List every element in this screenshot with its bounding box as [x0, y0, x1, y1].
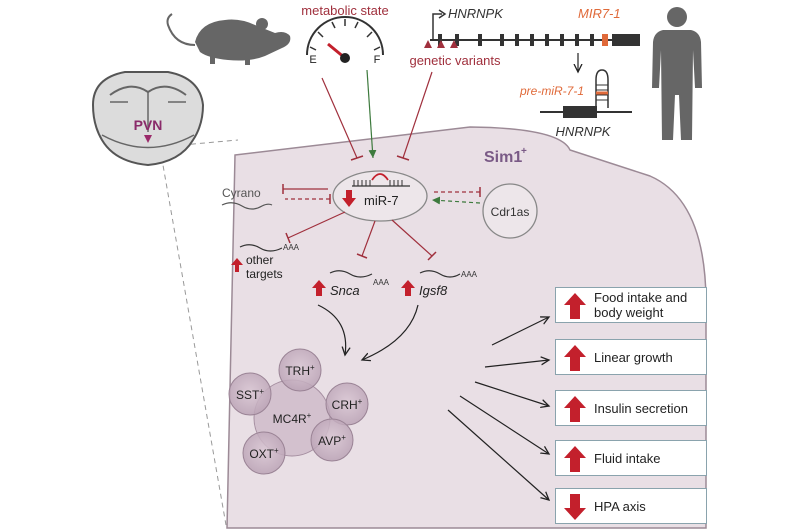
neuron-mc4r-label: MC4R+: [273, 411, 312, 426]
panel-title: Sim1: [484, 149, 522, 166]
human-icon: [652, 7, 702, 140]
outcome-label-line1: Food intake and: [594, 290, 688, 305]
outcome-label: HPA axis: [594, 498, 646, 514]
outcome-box-hpa-axis: HPA axis: [555, 488, 707, 524]
hnrnpk-transcript-label: HNRNPK: [556, 124, 612, 139]
mir7-duplex-icon: [352, 173, 410, 187]
mir7-label: miR-7: [364, 193, 399, 208]
snca-increase-arrow-icon: [312, 280, 326, 296]
other-targets-aaa-label: AAA: [283, 243, 300, 252]
igsf8-to-neurons-arrow: [362, 304, 419, 360]
metabolic-state-label: metabolic state: [301, 3, 388, 18]
neuron-oxt-label: OXT+: [249, 446, 279, 461]
snca-label: Snca: [330, 283, 360, 298]
mir7-node: [332, 170, 428, 222]
panel-title-superscript: +: [521, 146, 527, 157]
cyrano-mir7-interaction: [282, 184, 331, 204]
outcome-box-fluid-intake: Fluid intake: [555, 440, 707, 476]
snca-aaa-label: AAA: [373, 278, 390, 287]
snca-rna-squiggle: [329, 270, 373, 278]
fuel-gauge-icon: [306, 16, 384, 63]
neuron-cluster: [228, 348, 369, 475]
pre-mir-hairpin-icon: [595, 69, 609, 108]
cdr1as-mir7-interaction: [431, 187, 481, 205]
pvn-label: PVN: [134, 117, 163, 133]
outcome-label: Linear growth: [594, 349, 673, 365]
outcome-label: Fluid intake: [594, 450, 661, 466]
other-targets-rna-squiggle: [239, 244, 283, 252]
outcome-arrows: [447, 317, 549, 500]
hnrnpk-transcript-diagram: [540, 106, 632, 118]
neuron-avp-label: AVP+: [318, 433, 346, 448]
cyrano-label: Cyrano: [222, 186, 261, 200]
other-targets-label-line2: targets: [246, 267, 283, 281]
neuron-trh-label: TRH+: [285, 363, 315, 378]
outcome-box-insulin-secretion: Insulin secretion: [555, 390, 707, 426]
mouse-icon: [166, 13, 291, 65]
igsf8-rna-squiggle: [419, 270, 461, 278]
genetic-variants-label: genetic variants: [409, 53, 501, 68]
increase-arrow-icon: [564, 446, 586, 472]
igsf8-label: Igsf8: [419, 283, 448, 298]
mir7-target-inhibition: [285, 211, 437, 261]
outcome-box-linear-growth: Linear growth: [555, 339, 707, 375]
upstream-regulation-lines: [321, 69, 433, 161]
cdr1as-node: [482, 183, 538, 239]
cyrano-rna-squiggle: [221, 202, 273, 210]
decrease-arrow-icon: [564, 494, 586, 520]
other-targets-label-line1: other: [246, 253, 273, 267]
gauge-full-label: F: [374, 54, 381, 66]
hnrnpk-gene-label: HNRNPK: [448, 6, 504, 21]
hnrnpk-gene-diagram: [424, 9, 640, 48]
outcome-label-line2: body weight: [594, 305, 664, 320]
mir7-decrease-arrow-icon: [342, 190, 356, 207]
igsf8-increase-arrow-icon: [401, 280, 415, 296]
cdr1as-label: Cdr1as: [491, 205, 530, 219]
other-targets-increase-arrow-icon: [231, 258, 243, 272]
gauge-empty-label: E: [309, 54, 316, 66]
increase-arrow-icon: [564, 293, 586, 319]
brain-slice-illustration: [91, 71, 205, 167]
pre-mir-label: pre-miR-7-1: [519, 84, 584, 98]
increase-arrow-icon: [564, 345, 586, 371]
increase-arrow-icon: [564, 396, 586, 422]
igsf8-aaa-label: AAA: [461, 270, 478, 279]
neuron-crh-label: CRH+: [332, 397, 363, 412]
neuron-sst-label: SST+: [236, 387, 264, 402]
outcome-label: Insulin secretion: [594, 400, 688, 416]
dashed-connector-bottom: [159, 147, 227, 526]
snca-to-neurons-arrow: [317, 304, 346, 355]
mir7-gene-label: MIR7-1: [578, 6, 621, 21]
